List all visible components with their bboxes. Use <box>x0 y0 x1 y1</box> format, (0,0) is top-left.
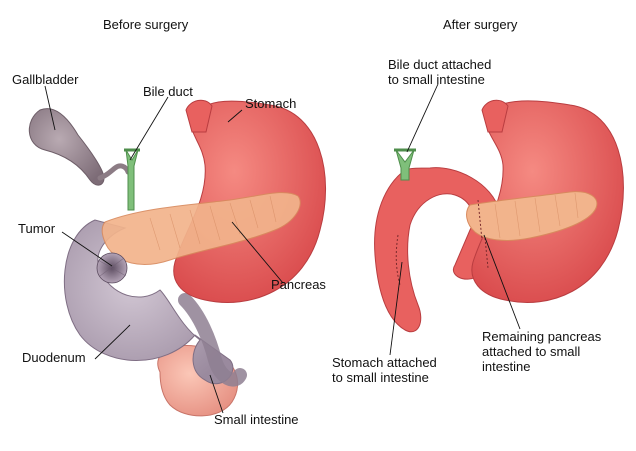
duodenum <box>63 219 234 385</box>
before-surgery-title: Before surgery <box>103 17 189 32</box>
gallbladder-label: Gallbladder <box>12 72 79 87</box>
stomach-attached-label: Stomach attached to small intestine <box>332 355 437 385</box>
bile-duct-attached-label: Bile duct attached to small intestine <box>388 57 492 87</box>
pancreas-before <box>101 192 301 265</box>
tumor-label: Tumor <box>18 221 56 236</box>
stomach-label: Stomach <box>245 96 297 111</box>
remaining-pancreas-label: Remaining pancreas attached to small int… <box>482 329 602 374</box>
after-illustration <box>374 99 624 333</box>
leader-lines <box>44 83 521 414</box>
remaining-pancreas <box>466 191 598 241</box>
before-illustration <box>28 99 326 417</box>
bile-duct-label: Bile duct <box>143 84 193 99</box>
small-intestine-label: Small intestine <box>214 412 299 427</box>
bile-duct <box>125 149 139 211</box>
pancreas-label: Pancreas <box>271 277 326 292</box>
bile-duct-after <box>395 149 415 181</box>
gallbladder <box>28 108 105 186</box>
small-intestine-after <box>374 167 503 333</box>
after-surgery-title: After surgery <box>443 17 518 32</box>
duodenum-label: Duodenum <box>22 350 86 365</box>
